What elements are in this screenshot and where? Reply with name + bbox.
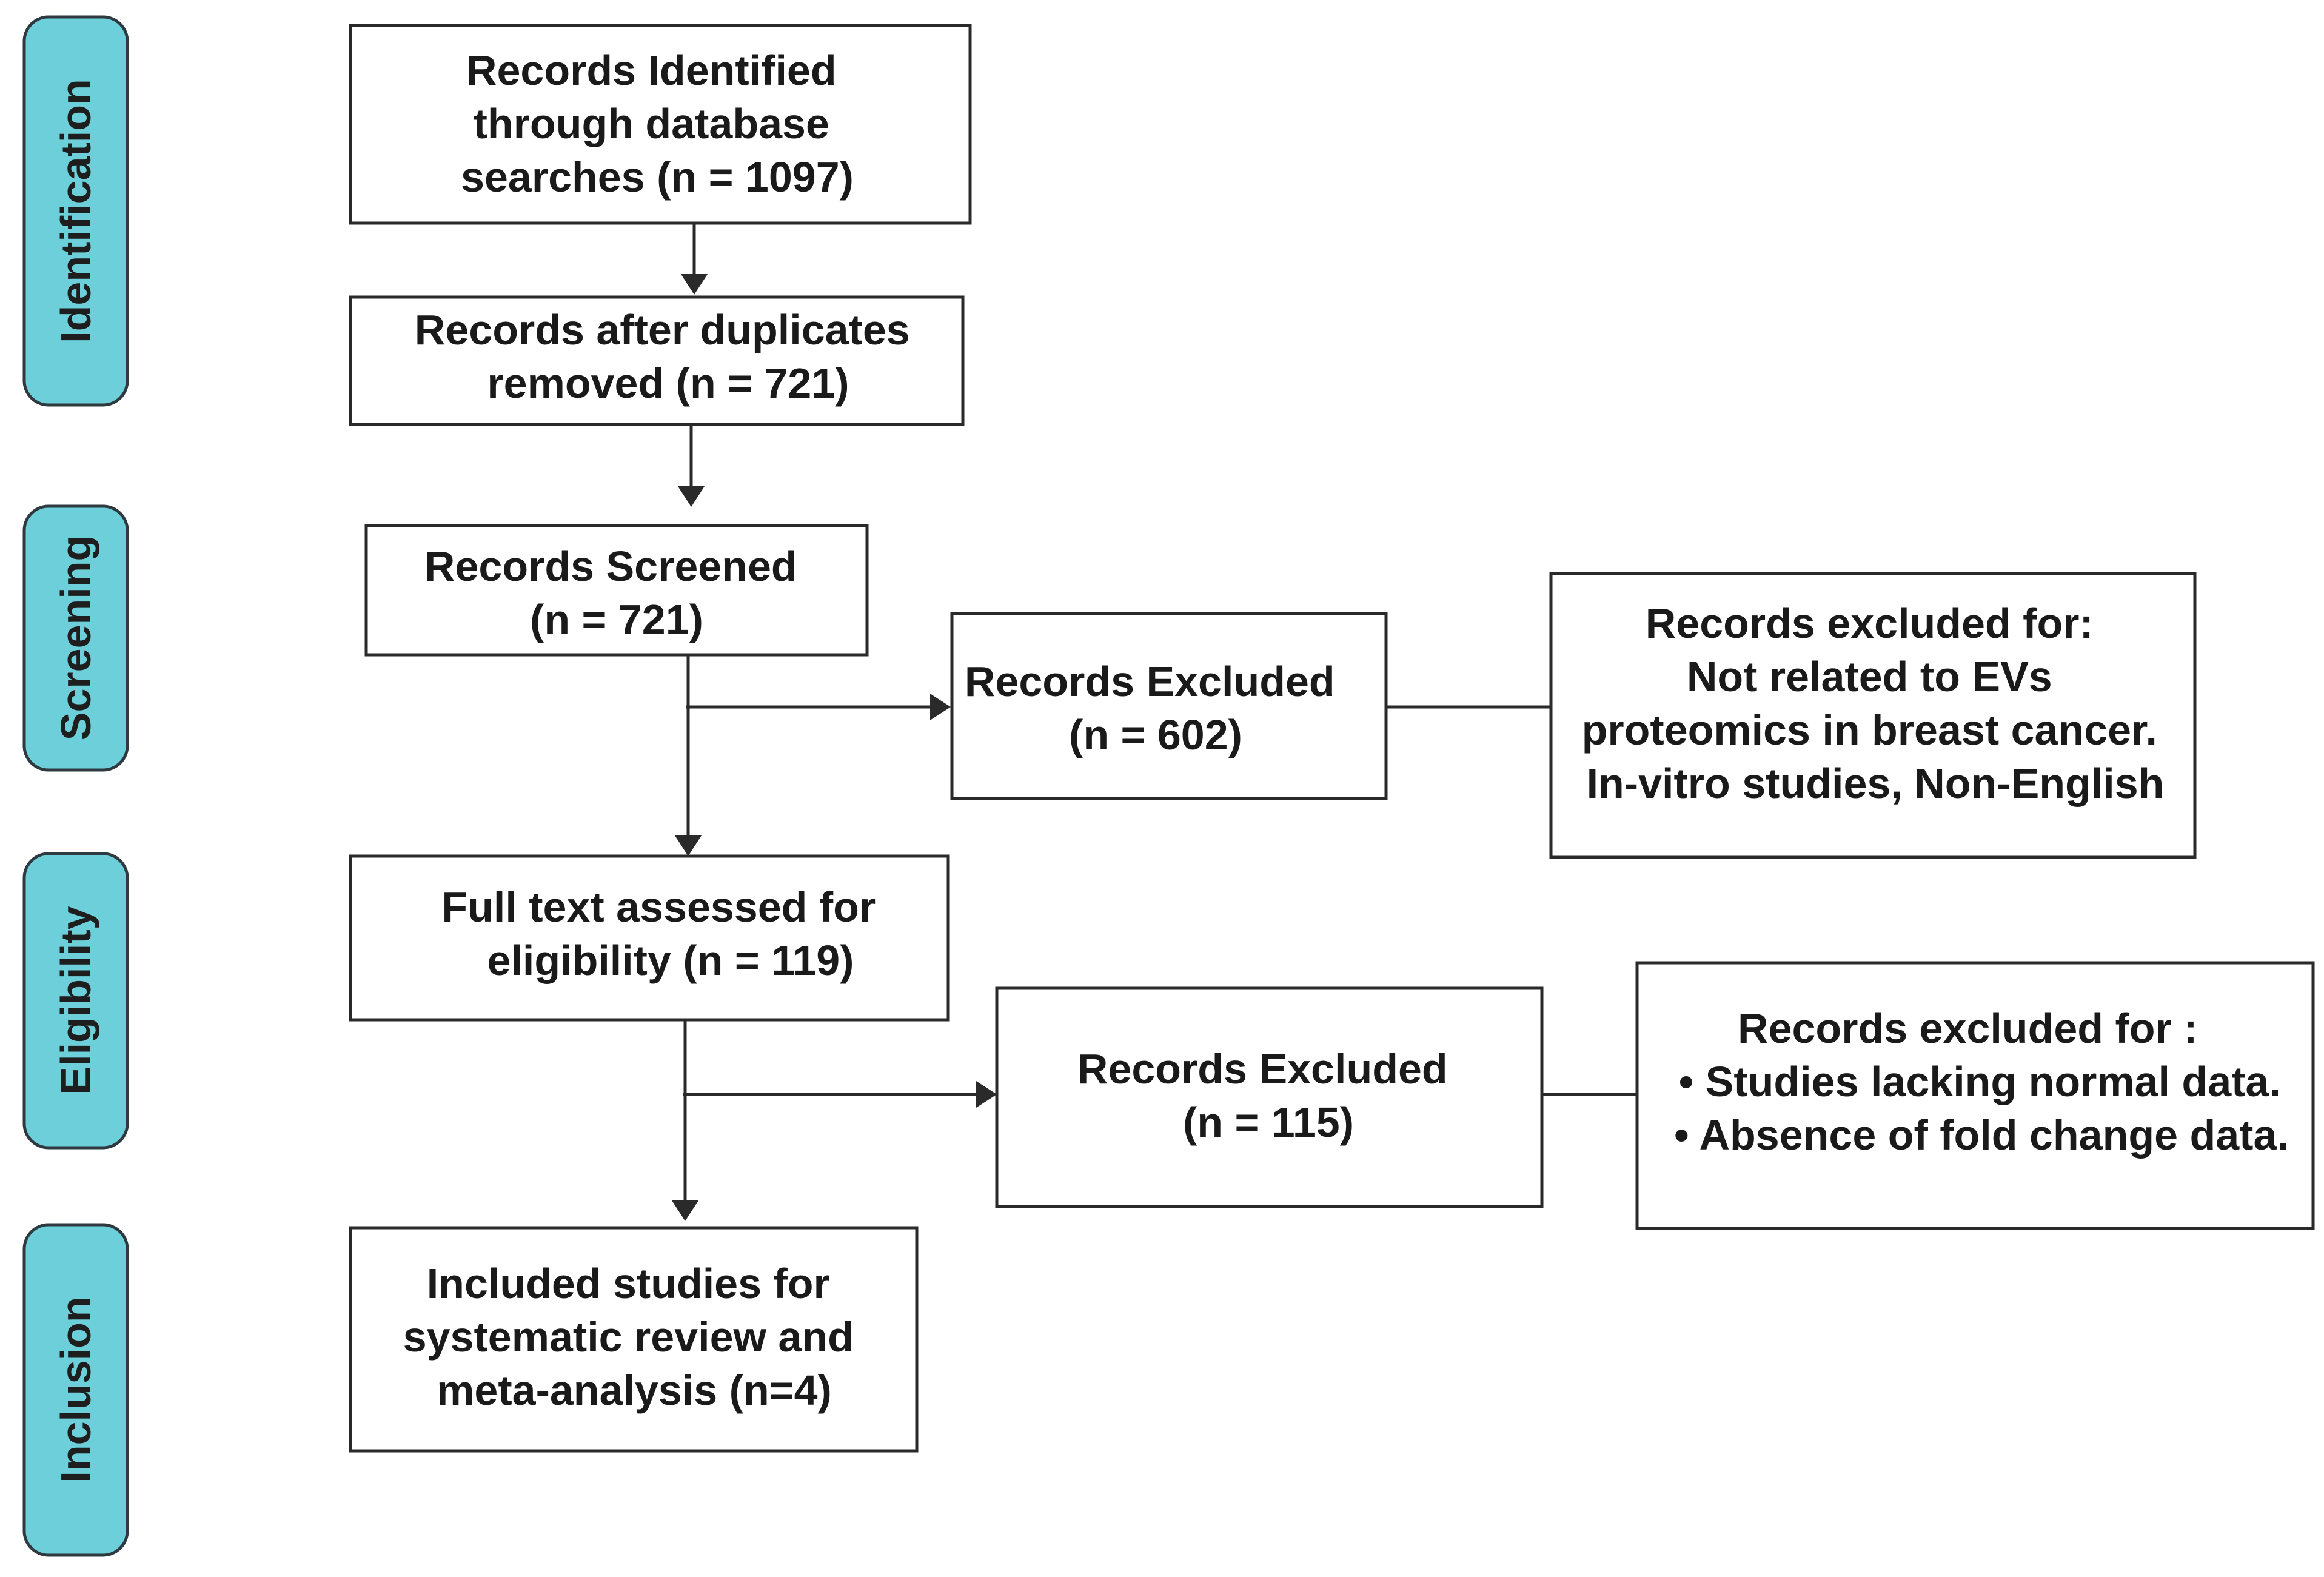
records-identified-line-1: Records Identified — [466, 47, 837, 94]
arrowhead-included — [672, 1200, 698, 1221]
box-records-excluded-screening: Records Excluded (n = 602) — [950, 612, 1388, 800]
records-screened-line-1: Records Screened — [424, 543, 797, 590]
stage-identification-label: Identification — [52, 79, 99, 343]
full-text-assessed-line-1: Full text assessed for — [441, 883, 876, 931]
svg-text:Records Excluded (n = 60: Records Excluded (n = 602) — [965, 658, 1347, 758]
stage-inclusion: Inclusion — [22, 1223, 129, 1557]
arrowhead-dedup — [681, 274, 708, 295]
connectors — [672, 223, 1637, 1221]
svg-text:Records Screened (n = 72: Records Screened (n = 721) — [424, 543, 809, 643]
included-studies-line-1: Included studies for — [427, 1260, 830, 1307]
records-screened-line-2: (n = 721) — [530, 596, 703, 643]
records-excluded-eligibility-line-1: Records Excluded — [1077, 1045, 1448, 1093]
records-excluded-eligibility-line-2: (n = 115) — [1183, 1099, 1354, 1146]
stage-eligibility-label: Eligibility — [52, 906, 99, 1094]
stage-identification: Identification — [22, 15, 129, 407]
arrowhead-excluded-screening — [930, 694, 951, 720]
svg-text:Records excluded for : •: Records excluded for : • Studies lacking… — [1674, 1005, 2292, 1159]
records-excluded-screening-line-2: (n = 602) — [1069, 711, 1242, 758]
exclusion-reasons-eligibility-line-2: • Studies lacking normal data. — [1679, 1058, 2281, 1105]
box-records-after-duplicates: Records after duplicates removed (n = 72… — [349, 295, 965, 426]
records-identified-line-2: through database — [474, 100, 829, 147]
box-exclusion-reasons-eligibility: Records excluded for : • Studies lacking… — [1635, 961, 2315, 1230]
included-studies-line-2: systematic review and — [403, 1313, 854, 1361]
stage-screening-label: Screening — [52, 535, 99, 740]
box-records-excluded-eligibility: Records Excluded (n = 115) — [995, 986, 1544, 1208]
stage-screening: Screening — [22, 504, 129, 772]
box-records-screened: Records Screened (n = 721) — [364, 524, 869, 657]
exclusion-reasons-eligibility-line-3: • Absence of fold change data. — [1674, 1111, 2289, 1159]
svg-text:Records excluded for: No: Records excluded for: Not related to EVs… — [1582, 600, 2169, 807]
svg-text:Records Identified throu: Records Identified through database sear… — [461, 47, 854, 201]
box-included-studies: Included studies for systematic review a… — [349, 1226, 919, 1453]
records-after-duplicates-line-2: removed (n = 721) — [487, 360, 849, 407]
exclusion-reasons-eligibility-line-1: Records excluded for : — [1738, 1005, 2198, 1052]
records-excluded-screening-line-1: Records Excluded — [965, 658, 1335, 705]
arrowhead-fulltext — [675, 835, 702, 856]
stage-eligibility: Eligibility — [22, 852, 129, 1150]
arrowhead-screened — [678, 486, 705, 507]
svg-text:Records Excluded (n = 11: Records Excluded (n = 115) — [1077, 1045, 1459, 1146]
exclusion-reasons-screening-line-1: Records excluded for: — [1646, 600, 2094, 647]
svg-text:Records after duplicates: Records after duplicates removed (n = 72… — [415, 306, 922, 407]
arrowhead-excluded-eligibility — [976, 1081, 997, 1108]
box-exclusion-reasons-screening: Records excluded for: Not related to EVs… — [1549, 572, 2197, 859]
records-after-duplicates-line-1: Records after duplicates — [415, 306, 910, 353]
svg-text:Full text assessed for e: Full text assessed for eligibility (n = … — [441, 883, 887, 984]
exclusion-reasons-screening-line-3: proteomics in breast cancer. — [1582, 706, 2157, 754]
svg-text:Included studies for sy: Included studies for systematic review a… — [403, 1260, 866, 1414]
included-studies-line-3: meta-analysis (n=4) — [437, 1367, 832, 1414]
full-text-assessed-line-2: eligibility (n = 119) — [487, 937, 854, 984]
exclusion-reasons-screening-line-2: Not related to EVs — [1687, 653, 2052, 700]
box-records-identified: Records Identified through database sear… — [349, 24, 972, 225]
stage-inclusion-label: Inclusion — [52, 1296, 99, 1482]
box-full-text-assessed: Full text assessed for eligibility (n = … — [349, 854, 950, 1022]
records-identified-line-3: searches (n = 1097) — [461, 153, 854, 201]
exclusion-reasons-screening-line-4: In-vitro studies, Non-English — [1587, 760, 2165, 807]
